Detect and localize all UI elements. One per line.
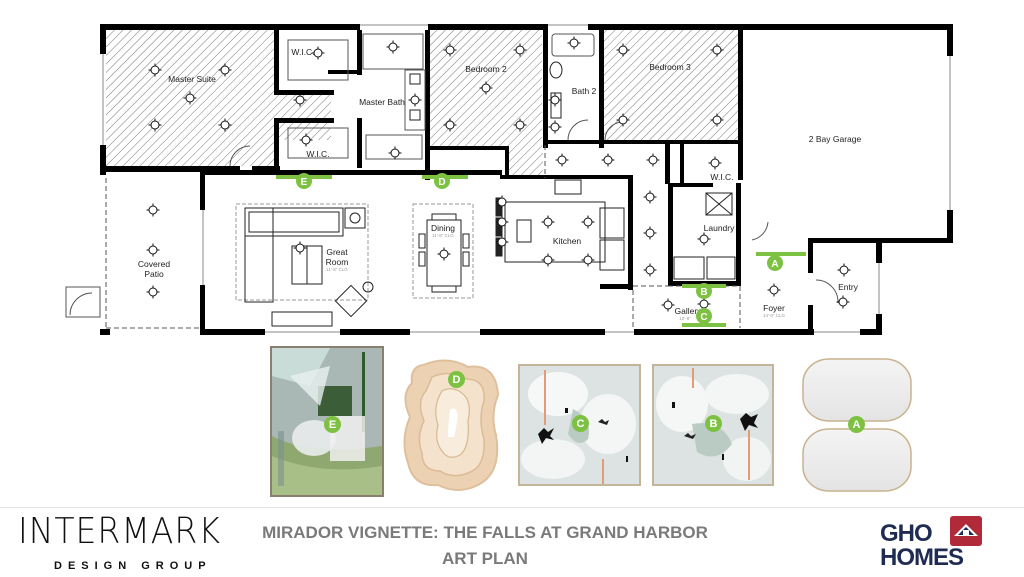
room-label-entry: Entry [838, 282, 859, 292]
marker-d[interactable]: D [434, 173, 450, 189]
intermark-logo-sub: DESIGN GROUP [54, 560, 212, 572]
footer-divider [0, 507, 1024, 508]
house-roof-icon [950, 516, 982, 546]
room-label-gallery: Gallery [675, 306, 703, 316]
svg-text:B: B [700, 287, 707, 298]
marker-c-badge: C [572, 415, 589, 432]
intermark-logo: INTERMARK DESIGN GROUP [18, 511, 248, 573]
room-label-bath-2: Bath 2 [572, 86, 597, 96]
room-label-kitchen: Kitchen [553, 236, 582, 246]
marker-d-badge: D [448, 371, 465, 388]
room-label-wic: W.I.C. [291, 47, 314, 57]
room-label-covered-patio-2: Patio [144, 269, 164, 279]
marker-e-badge: E [324, 416, 341, 433]
room-label-great-room-1: Great [326, 247, 348, 257]
marker-b[interactable]: B [696, 283, 712, 299]
gho-homes-logo: GHO HOMES [878, 514, 988, 574]
room-label-dining: Dining [431, 223, 455, 233]
art-piece-c[interactable]: C [518, 364, 641, 486]
room-label-covered-patio-1: Covered [138, 259, 170, 269]
windows-and-openings [102, 24, 951, 333]
room-label-great-room-2: Room [326, 257, 349, 267]
room-label-bedroom-2: Bedroom 2 [465, 64, 507, 74]
gho-logo-line-2: HOMES [880, 544, 964, 571]
room-label-laundry: Laundry [704, 223, 735, 233]
room-label-master-bath: Master Bath [359, 97, 405, 107]
walls [100, 24, 953, 335]
room-dim-foyer: 14'-0" CLG [763, 313, 785, 318]
room-dim-gallery: 10'-8" [679, 316, 691, 321]
svg-text:D: D [438, 177, 445, 188]
mirror-pair-a-image [802, 358, 912, 492]
svg-text:E: E [301, 177, 308, 188]
marker-c[interactable]: C [696, 308, 712, 324]
gho-logo-line-1: GHO [880, 520, 933, 547]
page-title: MIRADOR VIGNETTE: THE FALLS AT GRAND HAR… [260, 520, 710, 572]
art-location-markers: E D A B C [276, 173, 806, 327]
svg-text:A: A [771, 259, 778, 270]
marker-e[interactable]: E [296, 173, 312, 189]
svg-text:C: C [700, 312, 707, 323]
intermark-logo-main: INTERMARK [18, 511, 221, 552]
art-piece-e[interactable]: E [270, 346, 384, 497]
furniture [65, 33, 839, 327]
room-label-master-suite: Master Suite [168, 74, 216, 84]
room-labels: Master Suite W.I.C. W.I.C. Master Bath B… [138, 47, 862, 321]
art-piece-a[interactable]: A [800, 356, 914, 496]
sculptural-wood-d-image [403, 359, 500, 491]
marker-a-badge: A [848, 416, 865, 433]
room-dim-great-room: 11'-8" CLG [326, 267, 348, 272]
floor-plan: Master Suite W.I.C. W.I.C. Master Bath B… [65, 24, 953, 335]
art-piece-b[interactable]: B [652, 364, 774, 486]
page-title-line-1: MIRADOR VIGNETTE: THE FALLS AT GRAND HAR… [262, 523, 708, 542]
room-label-bedroom-3: Bedroom 3 [649, 62, 691, 72]
room-dim-dining: 11'-8" CLG [432, 233, 454, 238]
page-title-line-2: ART PLAN [442, 549, 528, 568]
abstract-canvas-c-image [518, 364, 641, 486]
marker-a[interactable]: A [767, 255, 783, 271]
room-label-garage: 2 Bay Garage [809, 134, 862, 144]
art-piece-d[interactable]: D [398, 355, 503, 495]
marker-b-badge: B [705, 415, 722, 432]
room-label-wic: W.I.C. [710, 172, 733, 182]
room-label-foyer: Foyer [763, 303, 785, 313]
room-label-wic: W.I.C. [306, 149, 329, 159]
